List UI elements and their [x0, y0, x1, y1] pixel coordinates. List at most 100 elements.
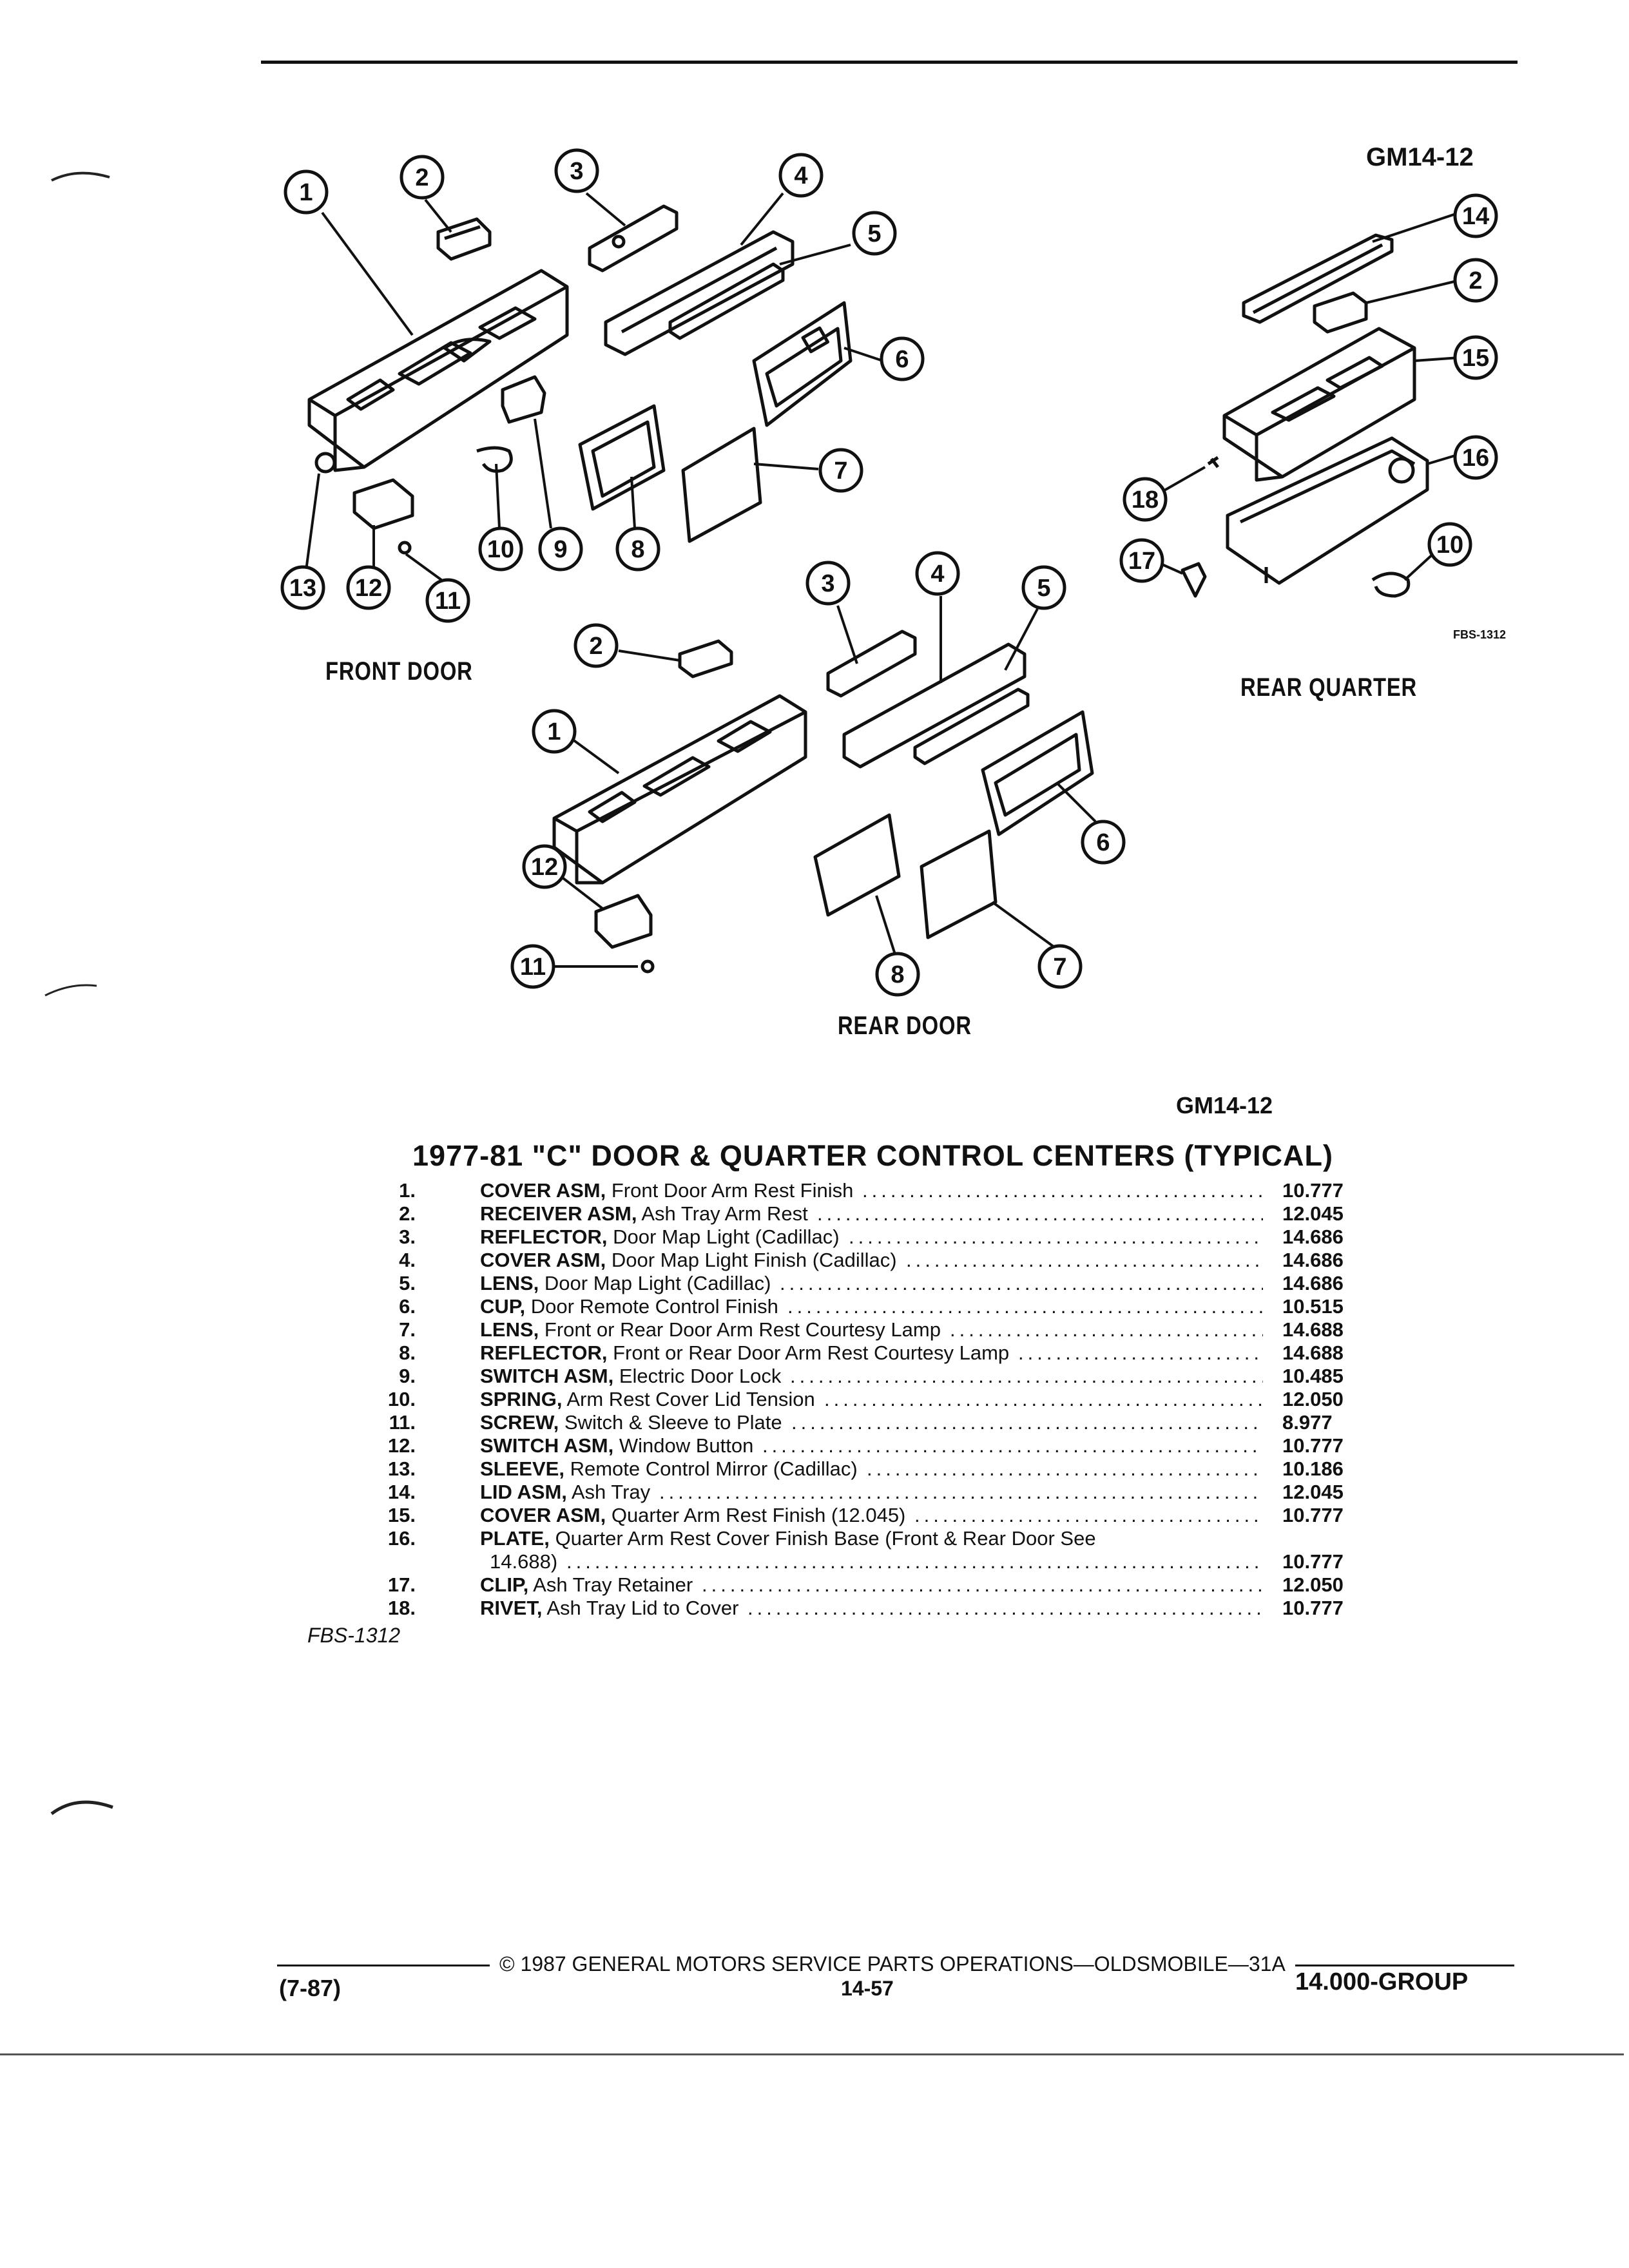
quarter-spring — [1371, 572, 1411, 598]
part-name: RIVET, — [480, 1597, 543, 1619]
part-description: COVER ASM, Quarter Arm Rest Finish (12.0… — [480, 1504, 905, 1527]
part-number: 16. — [387, 1527, 416, 1550]
parts-row: 4. COVER ASM, Door Map Light Finish (Cadi… — [335, 1249, 1379, 1272]
part-group-number: 14.688 — [1282, 1341, 1344, 1364]
part-number: 7. — [399, 1318, 416, 1341]
dot-leader: ........................................… — [906, 1249, 1263, 1271]
svg-text:4: 4 — [930, 561, 944, 588]
part-number: 4. — [399, 1249, 416, 1271]
dot-leader: ........................................… — [790, 1365, 1263, 1387]
dot-leader: ........................................… — [787, 1295, 1263, 1318]
part-group-number: 10.777 — [1282, 1434, 1344, 1457]
part-number: 3. — [399, 1225, 416, 1248]
svg-text:14: 14 — [1462, 203, 1489, 230]
top-rule — [261, 61, 1518, 64]
svg-text:5: 5 — [867, 220, 881, 247]
svg-text:15: 15 — [1462, 345, 1489, 372]
front-window-switch — [352, 478, 414, 530]
diagram-fbs-code: FBS-1312 — [1453, 628, 1507, 641]
dot-leader: ........................................… — [791, 1411, 1263, 1434]
footer-copyright: © 1987 GENERAL MOTORS SERVICE PARTS OPER… — [499, 1952, 1286, 1975]
part-detail: Electric Door Lock — [619, 1365, 782, 1387]
rear-quarter-label: REAR QUARTER — [1240, 673, 1418, 702]
parts-row: 5.LENS, Door Map Light (Cadillac)14.686.… — [335, 1272, 1379, 1295]
svg-text:17: 17 — [1128, 548, 1155, 575]
part-description: COVER ASM, Door Map Light Finish (Cadill… — [480, 1249, 897, 1272]
part-description: SPRING, Arm Rest Cover Lid Tension — [480, 1388, 815, 1411]
svg-text:18: 18 — [1132, 486, 1159, 514]
part-number: 10. — [387, 1388, 416, 1410]
part-name: REFLECTOR, — [480, 1341, 608, 1364]
front-remote-control-cup — [752, 301, 853, 427]
part-number: 17. — [387, 1573, 416, 1596]
svg-text:13: 13 — [289, 575, 316, 602]
part-name: CUP, — [480, 1295, 526, 1318]
part-number: 1. — [399, 1179, 416, 1202]
part-description: LENS, Door Map Light (Cadillac) — [480, 1272, 771, 1295]
front-courtesy-reflector — [578, 404, 666, 511]
part-name: LENS, — [480, 1272, 539, 1294]
part-name: COVER ASM, — [480, 1249, 606, 1271]
part-name: SLEEVE, — [480, 1457, 564, 1480]
part-description: PLATE, Quarter Arm Rest Cover Finish Bas… — [480, 1527, 1096, 1550]
rear-remote-control-cup — [981, 710, 1094, 836]
part-description: LID ASM, Ash Tray — [480, 1481, 650, 1504]
rear-courtesy-lens — [920, 829, 998, 939]
part-number: 14. — [387, 1481, 416, 1503]
part-group-number: 12.050 — [1282, 1573, 1344, 1596]
part-group-number: 10.777 — [1282, 1597, 1344, 1619]
rear-window-switch — [594, 894, 653, 949]
svg-text:2: 2 — [415, 164, 429, 191]
part-detail-continued: 14.688) — [490, 1550, 558, 1573]
part-name: LID ASM, — [480, 1481, 567, 1503]
part-name: SCREW, — [480, 1411, 559, 1434]
svg-text:16: 16 — [1462, 445, 1489, 472]
svg-text:11: 11 — [520, 954, 546, 981]
part-group-number: 8.977 — [1282, 1411, 1333, 1434]
svg-text:2: 2 — [1469, 267, 1482, 294]
part-group-number: 12.045 — [1282, 1481, 1344, 1503]
svg-text:6: 6 — [1096, 829, 1110, 856]
part-number: 11. — [389, 1411, 416, 1434]
dot-leader: ........................................… — [702, 1573, 1263, 1596]
quarter-ashtray-receiver — [1313, 291, 1368, 334]
svg-text:3: 3 — [570, 158, 583, 185]
figure-code-top: GM14-12 — [1366, 143, 1474, 171]
part-detail: Window Button — [619, 1434, 754, 1457]
dot-leader: ........................................… — [950, 1318, 1263, 1341]
rear-courtesy-reflector — [813, 813, 901, 917]
parts-row: 8.REFLECTOR, Front or Rear Door Arm Rest… — [335, 1341, 1379, 1365]
part-description: SLEEVE, Remote Control Mirror (Cadillac) — [480, 1457, 858, 1481]
svg-text:1: 1 — [547, 718, 561, 745]
margin-marks — [44, 171, 113, 1816]
front-mirror-sleeve — [314, 452, 336, 474]
part-detail: Arm Rest Cover Lid Tension — [566, 1388, 815, 1410]
part-detail: Front or Rear Door Arm Rest Courtesy Lam… — [544, 1318, 941, 1341]
dot-leader: ........................................… — [566, 1550, 1263, 1573]
footer-rule-right — [1295, 1965, 1514, 1966]
front-map-light-cover — [604, 230, 795, 356]
part-number: 9. — [399, 1365, 416, 1387]
part-detail: Ash Tray — [571, 1481, 651, 1503]
part-name: PLATE, — [480, 1527, 550, 1550]
svg-text:8: 8 — [891, 961, 904, 988]
parts-list-fbs-code: FBS-1312 — [307, 1624, 401, 1647]
svg-text:7: 7 — [834, 457, 847, 485]
part-description: SWITCH ASM, Electric Door Lock — [480, 1365, 781, 1388]
part-number: 2. — [399, 1202, 416, 1225]
rear-map-light-cover — [842, 642, 1027, 769]
front-courtesy-lens — [681, 427, 762, 543]
quarter-cover-base-plate — [1226, 436, 1429, 585]
dot-leader: ........................................… — [817, 1202, 1263, 1225]
part-description: RIVET, Ash Tray Lid to Cover — [480, 1597, 738, 1620]
part-name: LENS, — [480, 1318, 539, 1341]
part-group-number: 10.515 — [1282, 1295, 1344, 1318]
part-group-number: 14.686 — [1282, 1272, 1344, 1294]
bottom-scan-line — [0, 2053, 1624, 2055]
footer-group: 14.000-GROUP — [1295, 1968, 1469, 1995]
quarter-armrest-cover — [1222, 327, 1416, 482]
